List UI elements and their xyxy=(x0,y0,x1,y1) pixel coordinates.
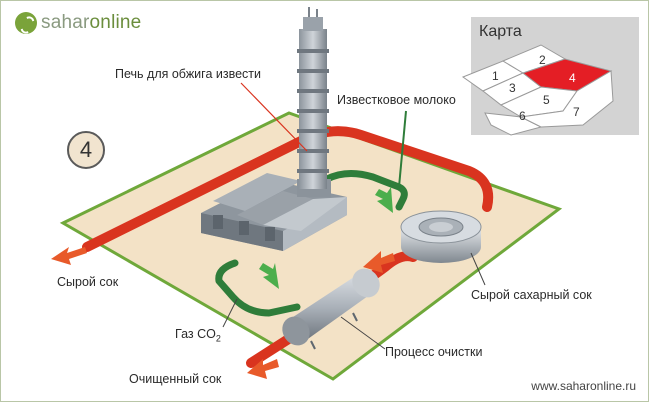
kiln-leader-line xyxy=(240,82,308,152)
map-label-4: 4 xyxy=(569,71,576,85)
purified-juice-label: Очищенный сок xyxy=(129,372,222,386)
co2-flow-arrow xyxy=(259,263,279,289)
map-cell-7[interactable] xyxy=(519,70,614,128)
map-cell-6[interactable] xyxy=(484,112,543,136)
map-title: Карта xyxy=(479,23,522,40)
mini-map[interactable] xyxy=(461,17,639,136)
purification-tank xyxy=(282,268,380,350)
logo-swirl-icon xyxy=(15,12,37,34)
lime-milk-flow-arrow xyxy=(375,187,393,213)
map-label-2: 2 xyxy=(539,53,546,67)
raw-sugar-juice-label: Сырой сахарный сок xyxy=(471,288,592,302)
raw-juice-leader-line xyxy=(470,252,486,286)
map-label-5: 5 xyxy=(543,93,550,107)
map-label-3: 3 xyxy=(509,81,516,95)
plant-platform xyxy=(59,111,563,381)
co2-gas-text: Газ CO xyxy=(175,327,216,341)
kiln-building xyxy=(201,173,347,251)
co2-gas-label: Газ CO2 xyxy=(175,327,221,344)
lime-milk-label: Известковое молоко xyxy=(337,93,456,107)
co2-leader-line xyxy=(222,298,238,328)
raw-juice-label: Сырой сок xyxy=(57,275,119,289)
lime-kiln-tower xyxy=(297,7,331,197)
raw-juice-inflow-arrow xyxy=(51,247,87,265)
brand-name-part1: sahar xyxy=(41,12,90,33)
purification-leader-line xyxy=(340,316,386,350)
brand-name: saharonline xyxy=(41,12,141,34)
brand-name-part2: online xyxy=(89,12,142,33)
map-label-6: 6 xyxy=(519,109,526,123)
co2-pipe xyxy=(215,259,301,317)
purification-label: Процесс очистки xyxy=(385,345,483,359)
lime-kiln-label: Печь для обжига извести xyxy=(115,67,261,81)
drum-inflow-arrow xyxy=(363,251,395,273)
purified-outflow-arrow xyxy=(247,359,279,379)
website-url-link[interactable]: www.saharonline.ru xyxy=(531,379,636,393)
map-label-1: 1 xyxy=(492,69,499,83)
step-number-badge: 4 xyxy=(67,131,105,169)
lime-milk-pipe-riser xyxy=(398,110,407,188)
raw-juice-tank xyxy=(400,210,482,263)
co2-subscript: 2 xyxy=(215,333,221,344)
brand-logo[interactable]: saharonline xyxy=(15,12,141,34)
map-label-7: 7 xyxy=(573,105,580,119)
